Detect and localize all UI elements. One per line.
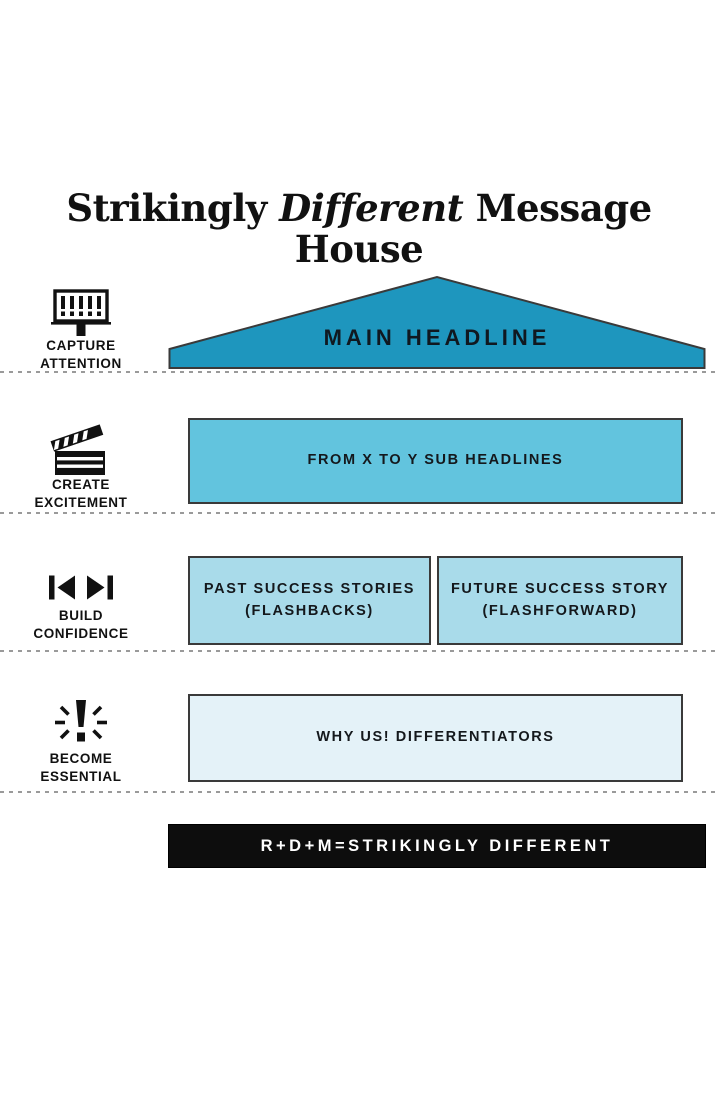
future-success-line2: (FLASHFORWARD) — [482, 602, 638, 619]
title-part3: Message House — [294, 186, 652, 271]
clapperboard-icon — [46, 420, 116, 481]
sub-headlines-box: FROM X TO Y SUB HEADLINES — [188, 418, 683, 504]
section-build-confidence-label: BUILD CONFIDENCE — [1, 607, 161, 643]
dotted-divider-1 — [0, 371, 718, 373]
label-line1: CREATE — [51, 477, 111, 492]
title-part2-italic: Different — [279, 186, 464, 230]
past-success-line1: PAST SUCCESS STORIES — [203, 580, 416, 597]
dotted-divider-4 — [0, 791, 718, 793]
skip-back-forward-icon — [47, 574, 115, 606]
label-line2: ESSENTIAL — [40, 768, 122, 784]
differentiators-box: WHY US! DIFFERENTIATORS — [188, 694, 683, 782]
title-part1: Strikingly — [66, 186, 280, 230]
dotted-divider-2 — [0, 512, 718, 514]
exclamation-burst-icon — [48, 696, 114, 756]
label-line1: BECOME — [49, 751, 113, 766]
past-success-line2: (FLASHBACKS) — [245, 602, 374, 619]
label-line1: CAPTURE — [46, 338, 116, 353]
section-become-essential-label: BECOME ESSENTIAL — [1, 750, 161, 786]
label-line1: BUILD — [58, 608, 104, 623]
past-success-box: PAST SUCCESS STORIES (FLASHBACKS) — [188, 556, 431, 645]
section-capture-attention-label: CAPTURE ATTENTION — [1, 337, 161, 373]
formula-bar: R+D+M=STRIKINGLY DIFFERENT — [168, 824, 706, 868]
label-line2: ATTENTION — [40, 355, 122, 371]
section-create-excitement-label: CREATE EXCITEMENT — [1, 476, 161, 512]
roof-shape — [168, 275, 706, 369]
label-line2: CONFIDENCE — [33, 625, 129, 641]
label-line2: EXCITEMENT — [34, 494, 128, 510]
billboard-icon — [48, 289, 114, 341]
future-success-line1: FUTURE SUCCESS STORY — [450, 580, 670, 597]
main-headline-box: MAIN HEADLINE — [323, 325, 551, 350]
future-success-box: FUTURE SUCCESS STORY (FLASHFORWARD) — [437, 556, 683, 645]
page-title: Strikingly Different Message House — [0, 188, 718, 269]
dotted-divider-3 — [0, 650, 718, 652]
